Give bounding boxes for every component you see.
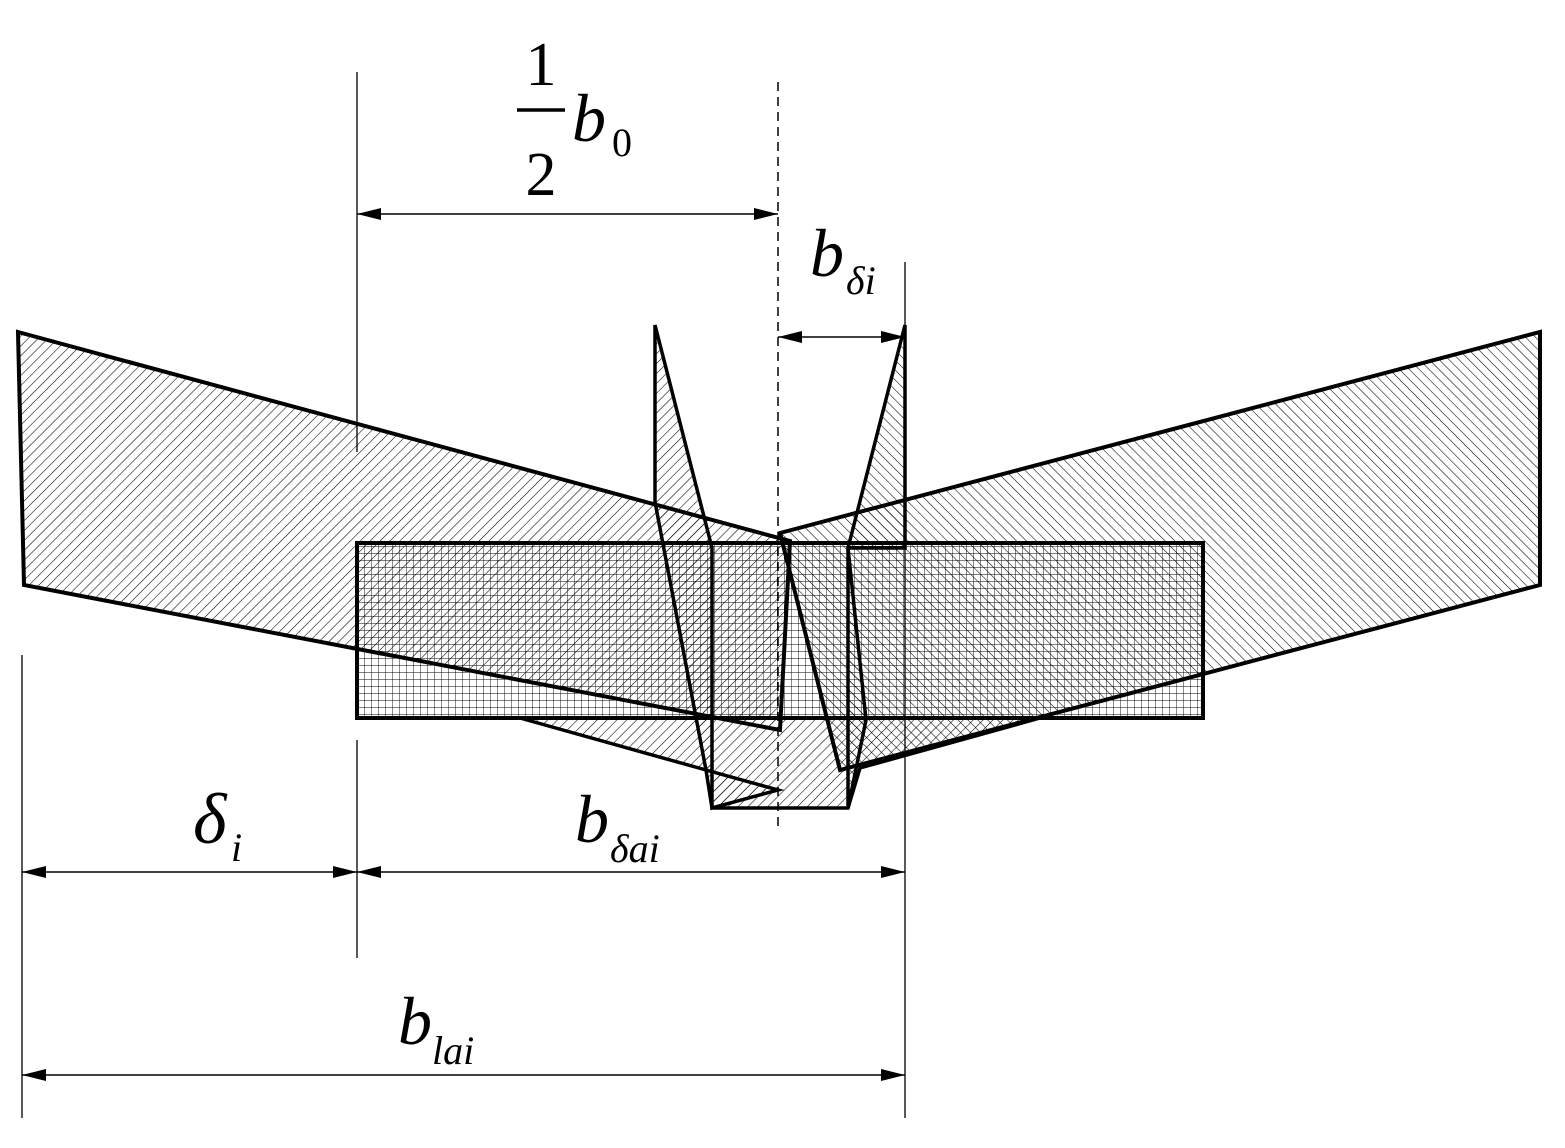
b-delta-i-symbol: b (810, 215, 844, 291)
fraction-numerator: 1 (526, 31, 557, 99)
b-lai-symbol: b (398, 983, 432, 1059)
half-b0-symbol: b (572, 80, 606, 156)
label-b-delta-ai: b δai (575, 781, 660, 871)
label-b-delta-i: b δi (810, 215, 876, 303)
label-b-lai: b lai (398, 983, 474, 1073)
delta-i-subscript: i (231, 825, 242, 870)
half-b0-subscript: 0 (612, 120, 632, 165)
delta-i-symbol: δ (193, 779, 228, 859)
label-half-b0: 1 2 b 0 (517, 31, 632, 209)
b-delta-ai-symbol: b (575, 781, 609, 857)
fraction-denominator: 2 (526, 141, 557, 209)
backing-strip (355, 541, 1205, 720)
b-delta-ai-subscript: δai (610, 826, 660, 871)
b-delta-i-subscript: δi (846, 258, 876, 303)
b-lai-subscript: lai (432, 1028, 474, 1073)
label-delta-i: δ i (193, 779, 242, 870)
